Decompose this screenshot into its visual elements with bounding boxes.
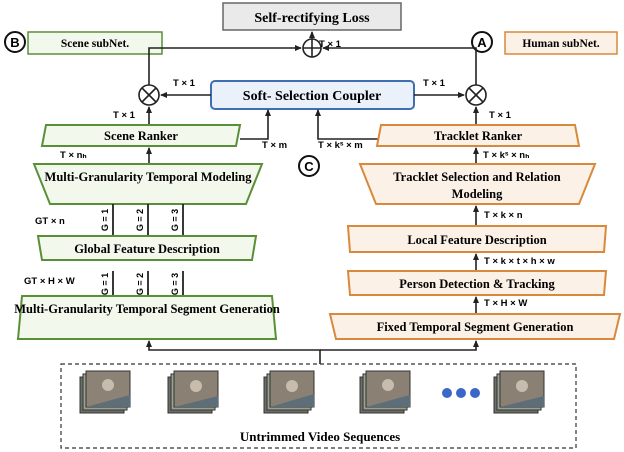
scene-segment-generation-line1: Multi-Granularity Temporal Segment Gener… (14, 302, 280, 316)
coupler-label: Soft- Selection Coupler (243, 89, 381, 104)
scene-segment-generation-box (16, 295, 278, 340)
dim-t-k-t-h-w: T × k × t × h × w (484, 256, 555, 267)
video-frames (79, 370, 545, 414)
dim-scene-to-coupler: T × m (262, 140, 287, 151)
human-subnet-box (504, 31, 618, 55)
granularity-label-2: G = 2 (135, 209, 145, 231)
scene-temporal-modeling-line1: Multi-Granularity Temporal Modeling (45, 170, 253, 184)
human-multiply-node-icon (465, 84, 487, 106)
fixed-segment-box (328, 313, 622, 340)
dim-gt-n: GT × n (35, 216, 65, 227)
dim-t-k-n: T × k × n (484, 210, 523, 221)
human-subnet-label: Human subNet. (522, 38, 599, 50)
video-caption: Untrimmed Video Sequences (240, 429, 400, 444)
loss-box (222, 2, 402, 31)
video-frame-1-icon (79, 370, 131, 414)
video-sequence-box (60, 363, 577, 449)
video-frame-5-icon (493, 370, 545, 414)
scene-subnet-label: Scene subNet. (61, 38, 129, 50)
tracklet-ranker-box (375, 124, 581, 147)
badge-b: B (4, 31, 26, 53)
badge-a: A (471, 31, 493, 53)
scene-multiply-node-icon (138, 84, 160, 106)
scene-feature-description-label: Global Feature Description (74, 242, 220, 256)
detection-tracking-label: Person Detection & Tracking (399, 277, 555, 291)
video-frame-4-icon (359, 370, 411, 414)
dim-scene-nh: T × nₕ (60, 150, 87, 161)
dim-scene-to-mult: T × 1 (173, 78, 196, 89)
tracklet-selection-box (358, 163, 597, 205)
dim-gt-hw: GT × H × W (24, 276, 75, 287)
scene-feature-description-box (36, 235, 258, 261)
loss-label: Self-rectifying Loss (254, 11, 370, 26)
tracklet-selection-line1: Tracklet Selection and Relation (393, 170, 561, 184)
tracklet-selection-line2: Modeling (452, 187, 503, 201)
local-feature-box (346, 225, 608, 253)
dim-human-nh: T × kˢ × nₕ (483, 150, 529, 161)
dim-scene-ranker-out: T × 1 (113, 110, 136, 121)
tracklet-ranker-label: Tracklet Ranker (434, 129, 523, 143)
fixed-segment-label: Fixed Temporal Segment Generation (377, 320, 574, 334)
detection-tracking-box (346, 270, 608, 296)
granularity-label-1: G = 1 (100, 209, 110, 231)
badge-c: C (298, 155, 320, 177)
dim-human-to-mult: T × 1 (423, 78, 446, 89)
ellipsis-dots-icon (442, 388, 480, 398)
svg-text:B: B (10, 35, 19, 50)
svg-text:A: A (477, 35, 487, 50)
dim-loss-in: T × 1 (319, 39, 342, 50)
scene-ranker-box (40, 124, 242, 147)
granularity-label-3: G = 3 (170, 209, 180, 231)
local-feature-label: Local Feature Description (407, 233, 546, 247)
scene-subnet-box (27, 31, 163, 55)
scene-temporal-modeling-box (32, 163, 264, 205)
dim-human-ranker-out: T × 1 (489, 110, 512, 121)
svg-text:C: C (304, 159, 314, 174)
dim-t-h-w: T × H × W (484, 298, 527, 309)
granularity-label-3b: G = 3 (170, 273, 180, 295)
granularity-label-1b: G = 1 (100, 273, 110, 295)
video-frame-3-icon (263, 370, 315, 414)
video-frame-2-icon (167, 370, 219, 414)
granularity-label-2b: G = 2 (135, 273, 145, 295)
dim-human-to-coupler: T × kˢ × m (318, 140, 363, 151)
scene-ranker-label: Scene Ranker (104, 129, 178, 143)
